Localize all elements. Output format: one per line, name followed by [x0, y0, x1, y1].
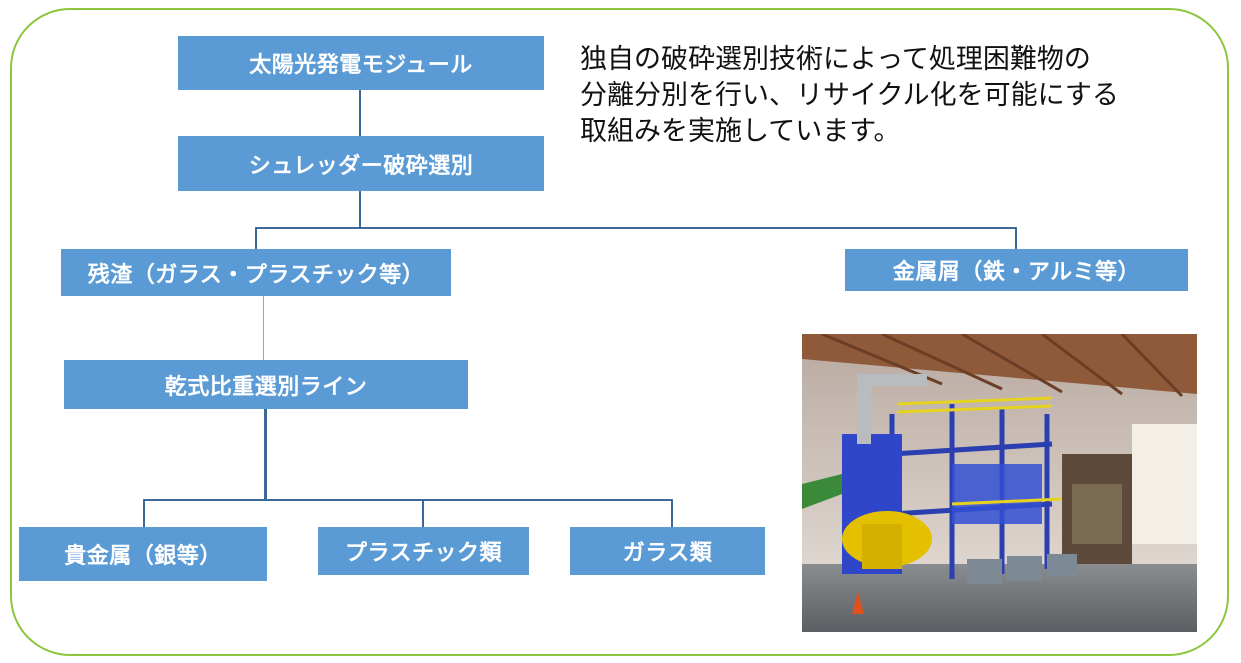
node-plastics: プラスチック類 — [318, 527, 529, 575]
description-line-2: 分離分別を行い、リサイクル化を可能にする — [580, 80, 1119, 111]
description-line-3: 取組みを実施しています。 — [580, 116, 901, 147]
connector-shredder-down — [359, 191, 361, 229]
sorting-plant-photo — [802, 334, 1197, 632]
connector-residue-dry-line — [263, 296, 264, 360]
connector-to-residue — [255, 227, 257, 249]
node-metal-scrap: 金属屑（鉄・アルミ等） — [845, 249, 1188, 291]
node-shredder-sorting: シュレッダー破砕選別 — [178, 136, 544, 191]
node-glass: ガラス類 — [570, 527, 765, 575]
node-precious-metal: 貴金属（銀等） — [19, 527, 267, 581]
node-residue: 残渣（ガラス・プラスチック等） — [61, 249, 451, 296]
connector-dry-line-down — [264, 409, 267, 501]
description-line-1: 独自の破砕選別技術によって処理困難物の — [580, 44, 1091, 75]
description-text: 独自の破砕選別技術によって処理困難物の 分離分別を行い、リサイクル化を可能にする… — [580, 42, 1200, 150]
connector-split-horizontal — [255, 227, 1017, 229]
connector-to-precious-metal — [143, 499, 145, 527]
connector-to-plastics — [422, 499, 424, 527]
connector-bottom-horizontal — [143, 499, 673, 501]
connector-to-glass — [671, 499, 673, 527]
node-solar-module: 太陽光発電モジュール — [178, 36, 544, 90]
connector-module-shredder — [359, 90, 361, 136]
node-dry-gravity-line: 乾式比重選別ライン — [64, 360, 468, 409]
connector-to-metal-scrap — [1015, 227, 1017, 249]
